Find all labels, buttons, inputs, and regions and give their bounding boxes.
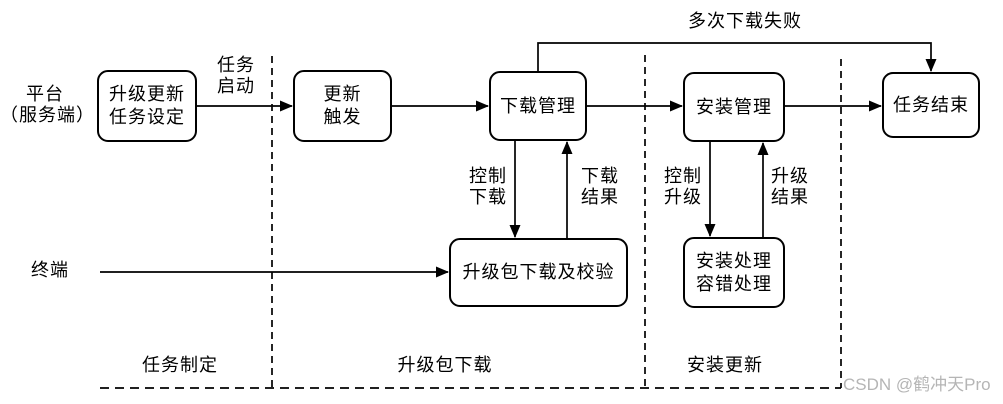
- edge-label-multi-download-fail: 多次下载失败: [688, 11, 802, 32]
- edge-label-upgrade-result: 升级 结果: [771, 166, 809, 208]
- actor-terminal-label: 终端: [31, 260, 69, 281]
- box-download-management: 下载管理: [489, 71, 587, 141]
- edge-label-task-start: 任务 启动: [217, 55, 255, 97]
- box-package-download-verify: 升级包下载及校验: [449, 238, 628, 307]
- box-update-trigger: 更新 触发: [293, 70, 392, 142]
- arrow-multi-download-fail: [537, 42, 937, 72]
- edge-label-download-result: 下载 结果: [581, 166, 619, 208]
- actor-platform-label: 平台 （服务端）: [0, 84, 95, 126]
- edge-label-control-upgrade: 控制 升级: [664, 166, 702, 208]
- phase-label-install-update: 安装更新: [687, 355, 763, 376]
- box-install-management: 安装管理: [683, 72, 785, 142]
- phase-label-package-download: 升级包下载: [397, 355, 493, 376]
- box-upgrade-task-setting: 升级更新 任务设定: [97, 70, 197, 142]
- phase-label-task-plan: 任务制定: [142, 355, 218, 376]
- box-task-end: 任务结束: [882, 72, 980, 138]
- box-install-fault-handling: 安装处理 容错处理: [683, 237, 785, 308]
- csdn-watermark: CSDN @鹤冲天Pro: [843, 375, 991, 394]
- edge-label-control-download: 控制 下载: [469, 166, 507, 208]
